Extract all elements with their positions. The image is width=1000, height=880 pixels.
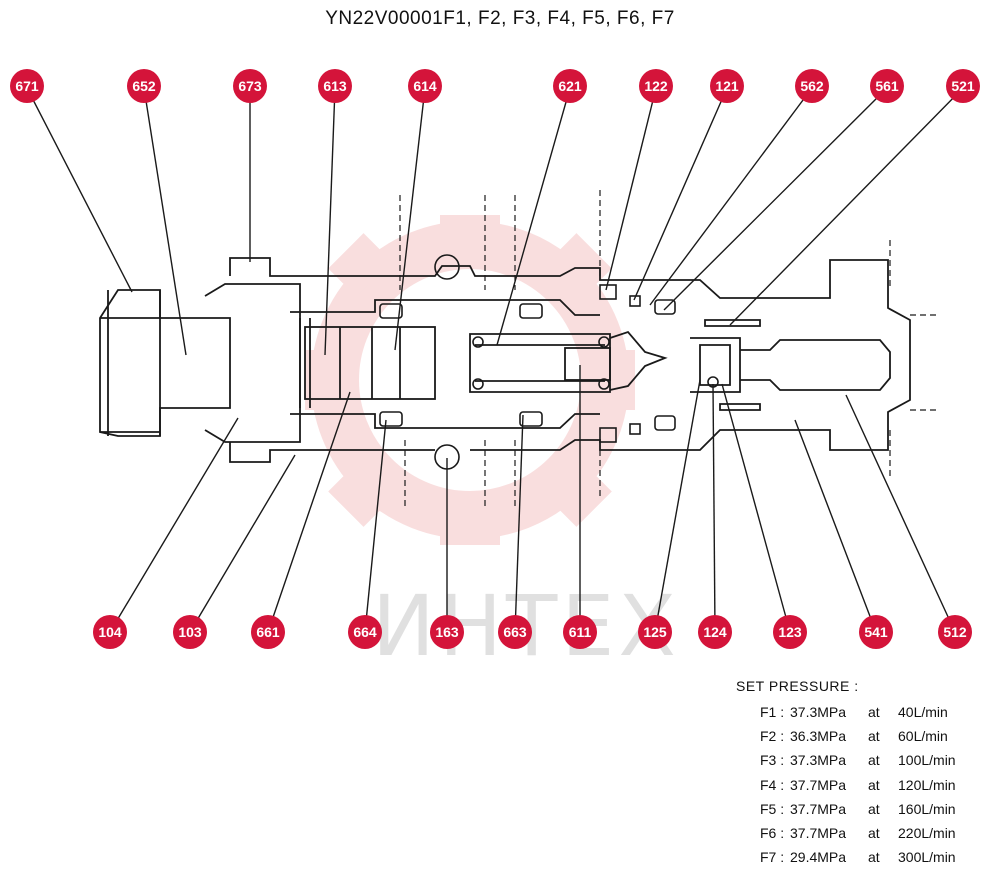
callout-541: 541	[859, 615, 893, 649]
callout-label: 541	[864, 624, 888, 640]
callouts-top: 671 652 673 613 614 621 122 121 562 561 …	[10, 69, 980, 103]
row-flow: 100L/min	[898, 752, 956, 769]
pressure-row: F2 : 36.3MPa at 60L/min	[760, 724, 956, 748]
callout-664: 664	[348, 615, 382, 649]
callout-label: 512	[943, 624, 967, 640]
callout-614: 614	[408, 69, 442, 103]
row-id: F7 :	[760, 849, 785, 866]
row-at: at	[868, 704, 880, 720]
callout-label: 125	[643, 624, 667, 640]
callout-621: 621	[553, 69, 587, 103]
row-id: F6 :	[760, 824, 785, 841]
row-pressure: 37.7MPa	[790, 776, 847, 793]
row-pressure: 37.3MPa	[790, 704, 847, 720]
callout-label: 121	[715, 78, 739, 94]
row-id: F1 :	[760, 704, 785, 720]
row-pressure: 29.4MPa	[790, 849, 847, 866]
callout-label: 561	[875, 78, 899, 94]
callout-613: 613	[318, 69, 352, 103]
callout-611: 611	[563, 615, 597, 649]
callout-125: 125	[638, 615, 672, 649]
row-at: at	[868, 728, 880, 745]
callout-512: 512	[938, 615, 972, 649]
pressure-row: F3 : 37.3MPa at 100L/min	[760, 748, 956, 772]
row-at: at	[868, 800, 880, 817]
row-id: F4 :	[760, 776, 785, 793]
callout-561: 561	[870, 69, 904, 103]
callout-671: 671	[10, 69, 44, 103]
row-id: F3 :	[760, 752, 785, 769]
pressure-row: F5 : 37.7MPa at 160L/min	[760, 797, 956, 821]
valve-body	[99, 190, 940, 510]
callout-label: 652	[132, 78, 156, 94]
callout-label: 671	[15, 78, 39, 94]
row-flow: 160L/min	[898, 800, 956, 817]
callout-124: 124	[698, 615, 732, 649]
row-pressure: 37.3MPa	[790, 752, 847, 769]
row-pressure: 36.3MPa	[790, 728, 847, 745]
diagram-title: YN22V00001F1, F2, F3, F4, F5, F6, F7	[325, 8, 675, 29]
callout-label: 104	[98, 624, 122, 640]
row-flow: 220L/min	[898, 824, 956, 841]
row-pressure: 37.7MPa	[790, 800, 847, 817]
pressure-row: F4 : 37.7MPa at 120L/min	[760, 773, 956, 797]
callout-label: 562	[800, 78, 824, 94]
set-pressure-table: SET PRESSURE : F1 : 37.3MPa at 40L/min F2 :…	[736, 678, 956, 869]
callout-label: 613	[323, 78, 347, 94]
callout-label: 661	[256, 624, 280, 640]
row-flow: 60L/min	[898, 728, 948, 745]
callout-label: 103	[178, 624, 202, 640]
callout-104: 104	[93, 615, 127, 649]
callout-121: 121	[710, 69, 744, 103]
row-at: at	[868, 849, 880, 866]
set-pressure-title: SET PRESSURE :	[736, 678, 859, 694]
row-pressure: 37.7MPa	[790, 824, 847, 841]
callout-label: 663	[503, 624, 527, 640]
callout-103: 103	[173, 615, 207, 649]
callout-562: 562	[795, 69, 829, 103]
row-at: at	[868, 824, 880, 841]
pressure-row: F7 : 29.4MPa at 300L/min	[760, 845, 956, 869]
row-flow: 40L/min	[898, 704, 948, 720]
callout-673: 673	[233, 69, 267, 103]
row-flow: 120L/min	[898, 776, 956, 793]
row-id: F2 :	[760, 728, 785, 745]
callout-label: 611	[569, 624, 592, 640]
callout-label: 614	[413, 78, 437, 94]
pressure-row: F1 : 37.3MPa at 40L/min	[760, 700, 956, 724]
callouts-bottom: 104 103 661 664 163 663 611 125 124 123 …	[93, 615, 972, 649]
callout-label: 163	[435, 624, 459, 640]
callout-663: 663	[498, 615, 532, 649]
callout-label: 521	[951, 78, 975, 94]
callout-label: 673	[238, 78, 262, 94]
row-id: F5 :	[760, 800, 785, 817]
callout-163: 163	[430, 615, 464, 649]
callout-label: 122	[644, 78, 668, 94]
row-flow: 300L/min	[898, 849, 956, 866]
callout-521: 521	[946, 69, 980, 103]
callout-label: 621	[558, 78, 582, 94]
callout-label: 124	[703, 624, 727, 640]
callout-122: 122	[639, 69, 673, 103]
row-at: at	[868, 776, 880, 793]
callout-652: 652	[127, 69, 161, 103]
callout-label: 664	[353, 624, 377, 640]
leader-lines	[26, 87, 964, 633]
callout-661: 661	[251, 615, 285, 649]
pressure-row: F6 : 37.7MPa at 220L/min	[760, 821, 956, 845]
callout-label: 123	[778, 624, 802, 640]
callout-123: 123	[773, 615, 807, 649]
row-at: at	[868, 752, 880, 769]
